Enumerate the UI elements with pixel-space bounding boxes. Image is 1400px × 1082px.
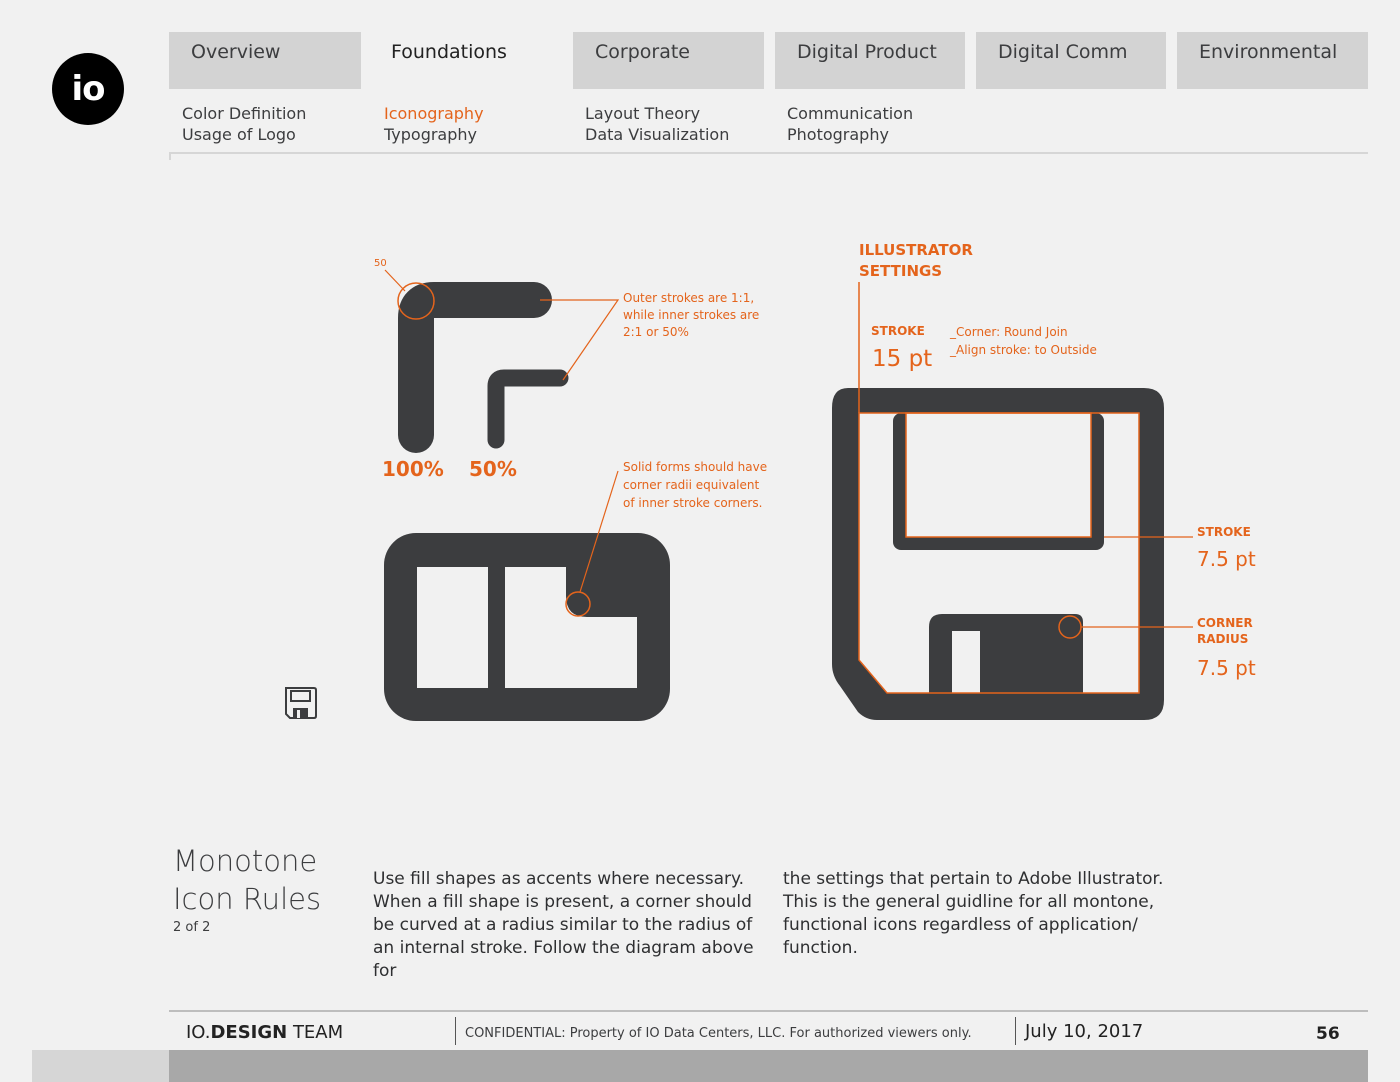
illustrator-heading-1: ILLUSTRATOR	[859, 241, 973, 259]
tab-overview[interactable]: Overview	[169, 32, 361, 89]
stroke-ratio-demo: 50 Outer strokes are 1:1, while inner st…	[374, 258, 759, 481]
tab-foundations[interactable]: Foundations	[391, 41, 507, 63]
stroke2-label: STROKE	[1197, 525, 1251, 539]
align-setting: _Align stroke: to Outside	[949, 343, 1097, 357]
solid-note-2: corner radii equivalent	[623, 478, 760, 492]
page-number: 56	[1316, 1024, 1340, 1044]
subnav-layout-theory[interactable]: Layout Theory	[585, 104, 701, 123]
team-bold: DESIGN	[210, 1022, 288, 1043]
body-paragraph-2: the settings that pertain to Adobe Illus…	[783, 869, 1164, 958]
tab-digital-product[interactable]: Digital Product	[775, 32, 965, 89]
corner-radius-label-1: CORNER	[1197, 616, 1253, 630]
section-title-line-2: Icon Rules	[173, 882, 322, 916]
corner-radius-value: 7.5 pt	[1197, 656, 1256, 680]
solid-note-3: of inner stroke corners.	[623, 496, 762, 510]
body-paragraph-1: Use fill shapes as accents where necessa…	[373, 869, 754, 981]
corner-setting: _Corner: Round Join	[949, 325, 1068, 339]
subnav-data-visualization[interactable]: Data Visualization	[585, 125, 730, 144]
stroke2-value: 7.5 pt	[1197, 547, 1256, 571]
radius-label: 50	[374, 258, 387, 269]
footer-band-light	[32, 1050, 169, 1082]
footer-confidential: CONFIDENTIAL: Property of IO Data Center…	[465, 1026, 972, 1041]
percent-100-label: 100%	[382, 457, 444, 481]
footer-separator	[455, 1017, 456, 1045]
tab-digital-comm[interactable]: Digital Comm	[976, 32, 1166, 89]
footer-band-dark	[169, 1050, 1368, 1082]
solid-form-demo: Solid forms should have corner radii equ…	[384, 460, 767, 721]
outer-note-1: Outer strokes are 1:1,	[623, 291, 754, 305]
outer-note-2: while inner strokes are	[623, 308, 759, 322]
io-logo[interactable]: io	[52, 53, 124, 125]
section-title: Monotone Icon Rules	[173, 842, 321, 918]
team-suffix: TEAM	[287, 1022, 344, 1043]
percent-50-label: 50%	[469, 457, 517, 481]
tab-environmental[interactable]: Environmental	[1177, 32, 1368, 89]
illustrator-settings-labels: ILLUSTRATOR SETTINGS STROKE 15 pt _Corne…	[859, 241, 1256, 680]
subnav-color-definition[interactable]: Color Definition	[182, 104, 307, 123]
stroke-value: 15 pt	[872, 346, 932, 372]
section-title-line-1: Monotone	[173, 844, 318, 878]
subnav-typography[interactable]: Typography	[384, 125, 477, 144]
solid-note-1: Solid forms should have	[623, 460, 767, 474]
footer-divider	[169, 1010, 1368, 1012]
footer-separator	[1015, 1017, 1016, 1045]
icon-rules-diagram: 50 Outer strokes are 1:1, while inner st…	[285, 241, 1256, 721]
floppy-disk-small-icon	[285, 687, 317, 719]
nav-divider-tick	[169, 152, 171, 160]
footer-date: July 10, 2017	[1025, 1021, 1144, 1042]
illustrator-heading-2: SETTINGS	[859, 262, 942, 280]
subnav-communication[interactable]: Communication	[787, 104, 914, 123]
stroke-label: STROKE	[871, 324, 925, 338]
tab-corporate[interactable]: Corporate	[573, 32, 764, 89]
team-prefix: IO.	[186, 1022, 211, 1043]
section-subtitle: 2 of 2	[173, 920, 211, 935]
corner-radius-label-2: RADIUS	[1197, 632, 1248, 646]
outer-note-3: 2:1 or 50%	[623, 325, 689, 339]
subnav-iconography[interactable]: Iconography	[384, 104, 484, 123]
floppy-disk-large-icon	[832, 282, 1193, 720]
subnav-photography[interactable]: Photography	[787, 125, 889, 144]
nav-divider	[169, 152, 1368, 154]
footer-team-name: IO.DESIGN TEAM	[186, 1022, 343, 1043]
subnav-usage-of-logo[interactable]: Usage of Logo	[182, 125, 296, 144]
